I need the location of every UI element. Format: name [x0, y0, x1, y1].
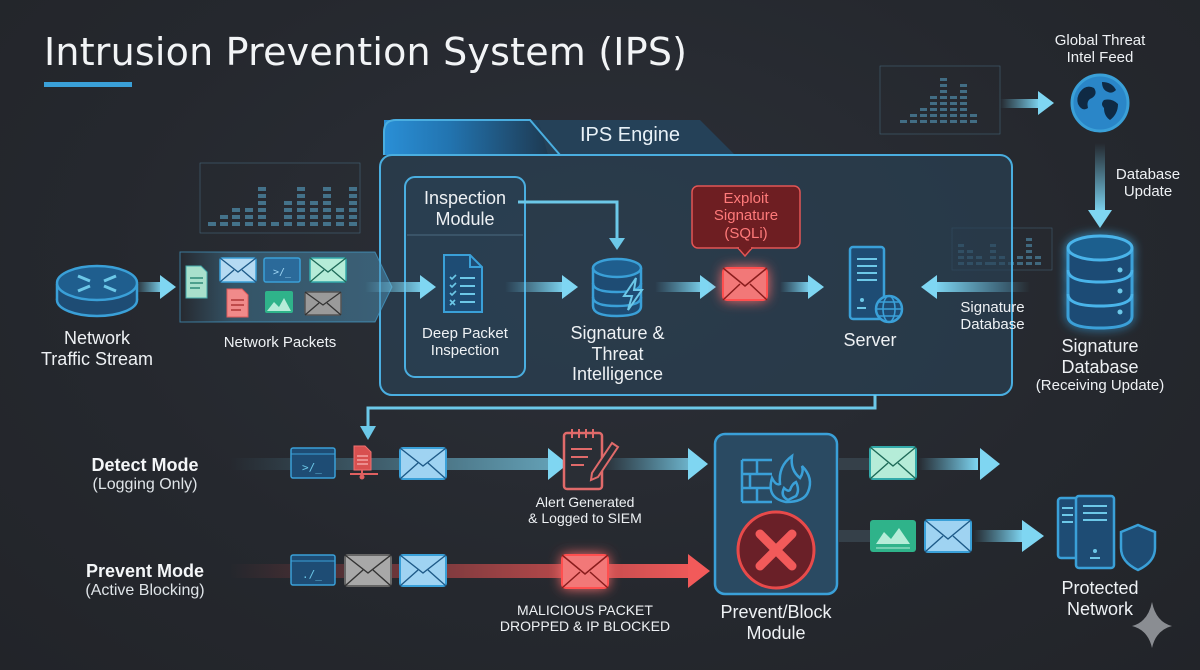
output-flows: [838, 446, 1044, 553]
email-icon: [399, 554, 447, 587]
prevent-block-module-label: Prevent/Block Module: [700, 602, 852, 643]
email-icon: [869, 446, 917, 480]
malicious-email-icon: [561, 554, 609, 589]
deep-packet-inspection-label: Deep Packet Inspection: [405, 325, 525, 360]
signature-database-node-label: Signature Database (Receiving Update): [1020, 336, 1180, 395]
engine-to-modes-connector: [366, 395, 877, 428]
malicious-email-icon: [722, 267, 768, 301]
sparkle-icon: [1132, 602, 1172, 648]
exploit-signature-callout: [691, 185, 801, 258]
terminal-icon: ./_: [290, 554, 336, 586]
title-underline: [44, 82, 132, 87]
signature-database-arrow-label: Signature Database: [945, 299, 1040, 334]
image-icon: [265, 291, 293, 313]
label-line: Intel Feed: [1066, 49, 1134, 67]
label-line: & Logged to SIEM: [528, 510, 642, 527]
prevent-mode-label: Prevent Mode (Active Blocking): [60, 561, 230, 600]
label-line: Database: [1061, 356, 1139, 377]
label-line: Signature: [713, 207, 779, 225]
global-threat-intel-feed-label: Global Threat Intel Feed: [1040, 32, 1160, 67]
label-line: Module: [435, 208, 495, 229]
checklist-icon: [443, 254, 483, 313]
database-update-label: Database Update: [1108, 166, 1188, 201]
database-icon: [1066, 234, 1134, 330]
prevent-mode-flow: ./_: [230, 554, 710, 589]
server-label: Server: [843, 330, 897, 350]
label-line: (Receiving Update): [1035, 377, 1165, 395]
label-line: Module: [746, 622, 806, 643]
document-icon: [185, 265, 208, 299]
label-line: Threat: [591, 343, 644, 364]
label-line: Traffic Stream: [40, 348, 154, 369]
prevent-block-module: [713, 432, 839, 596]
label-line: Update: [1123, 183, 1173, 201]
network-traffic-stream-label: Network Traffic Stream: [22, 328, 172, 369]
label-line: Intelligence: [571, 364, 664, 385]
email-icon: [309, 257, 347, 283]
label-line: Inspection: [423, 188, 507, 208]
terminal-icon: >/_: [290, 447, 336, 479]
email-icon: [924, 519, 972, 553]
label-line: Database: [960, 316, 1025, 334]
inspection-to-signature-connector: [518, 200, 619, 240]
label-line: Network: [1066, 598, 1133, 619]
svg-text:./_: ./_: [302, 568, 322, 581]
server-shield-icon: [1056, 494, 1157, 572]
email-icon: [304, 291, 342, 316]
email-icon: [219, 257, 257, 283]
image-icon: [870, 520, 916, 552]
ips-engine-container: [379, 119, 1013, 396]
label-line: Exploit: [723, 190, 769, 207]
packet-icons: >/_: [185, 257, 347, 318]
label-line: (SQLi): [724, 224, 768, 242]
svg-text:>/_: >/_: [302, 461, 322, 474]
mode-name: Detect Mode: [91, 455, 199, 475]
label-line: Signature: [960, 299, 1025, 316]
svg-text:>/_: >/_: [273, 267, 292, 278]
ips-engine-title: IPS Engine: [579, 124, 681, 146]
database-bolt-icon: [591, 257, 644, 318]
label-line: Prevent/Block: [720, 602, 832, 622]
alert-generated-label: Alert Generated & Logged to SIEM: [500, 494, 670, 526]
label-line: Database: [1115, 166, 1181, 183]
router-icon: [55, 264, 139, 318]
mode-subtitle: (Logging Only): [92, 476, 198, 493]
label-line: Protected: [1061, 578, 1139, 598]
server-globe-icon: [848, 245, 904, 324]
network-packets-label: Network Packets: [223, 334, 337, 351]
page-title: Intrusion Prevention System (IPS): [44, 30, 688, 74]
malicious-packet-dropped-label: MALICIOUS PACKET DROPPED & IP BLOCKED: [480, 602, 690, 634]
label-line: Inspection: [430, 342, 500, 360]
label-line: Signature: [1061, 336, 1139, 356]
label-line: Network: [63, 328, 130, 348]
detect-mode-flow: >/_: [230, 429, 708, 491]
block-x-icon: [736, 510, 816, 590]
mode-name: Prevent Mode: [85, 561, 205, 581]
label-line: DROPPED & IP BLOCKED: [499, 618, 671, 635]
label-line: MALICIOUS PACKET: [517, 602, 653, 618]
exploit-signature-label: Exploit Signature (SQLi): [692, 190, 800, 242]
globe-icon: [1070, 73, 1130, 133]
terminal-icon: >/_: [263, 257, 301, 283]
email-icon: [344, 554, 392, 587]
notepad-pencil-icon: [562, 429, 620, 491]
label-line: Global Threat: [1054, 32, 1146, 49]
inspection-module-title: Inspection Module: [405, 188, 525, 229]
label-line: Deep Packet: [422, 325, 508, 342]
firewall-icon: [740, 453, 812, 504]
traffic-chart-decoration-top: [879, 65, 1001, 135]
signature-threat-intelligence-label: Signature & Threat Intelligence: [545, 323, 690, 385]
traffic-chart-decoration-left: [199, 162, 361, 234]
pdf-icon: [226, 288, 249, 318]
network-file-icon: [350, 445, 378, 480]
label-line: Signature &: [570, 323, 665, 343]
mode-subtitle: (Active Blocking): [85, 582, 205, 599]
email-icon: [399, 447, 447, 480]
protected-network-label: Protected Network: [1040, 578, 1160, 619]
label-line: Alert Generated: [535, 494, 635, 510]
detect-mode-label: Detect Mode (Logging Only): [60, 455, 230, 494]
